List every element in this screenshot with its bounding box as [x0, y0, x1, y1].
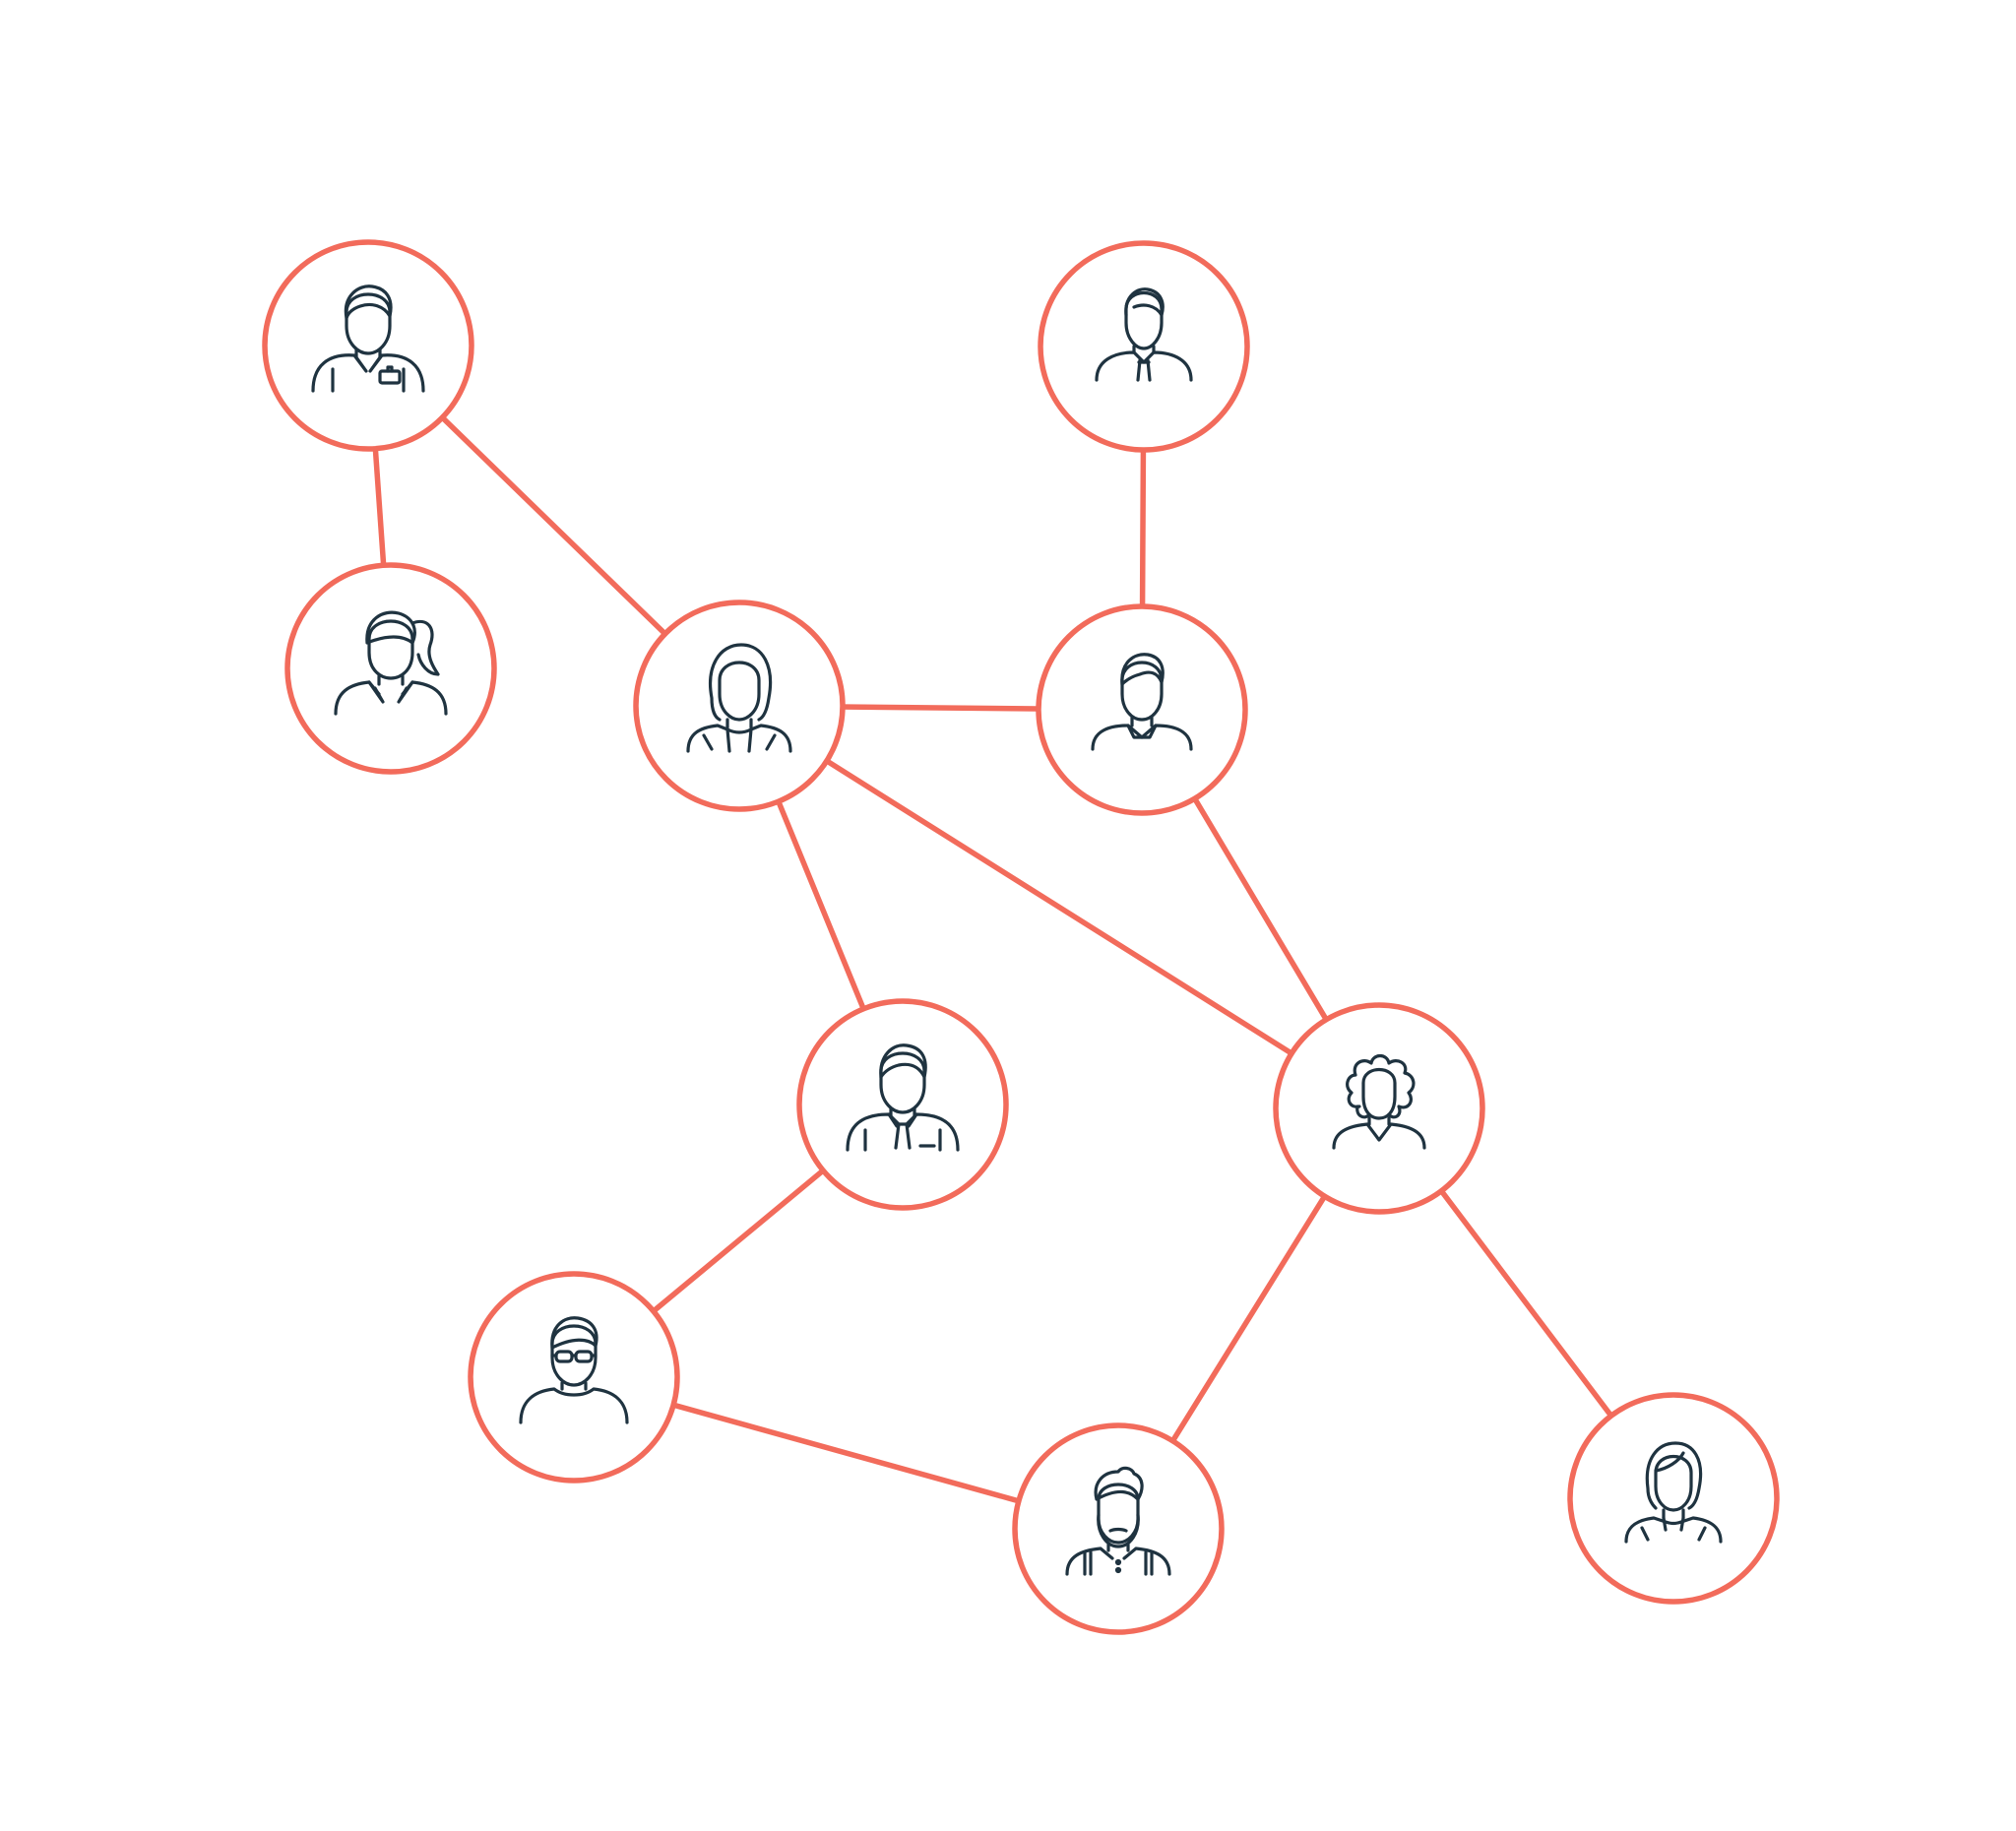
node-ring: [1273, 1002, 1485, 1215]
edge-n4-n7: [736, 703, 1382, 1111]
man-with-tie-icon: [1095, 287, 1193, 382]
node-ring: [284, 562, 497, 775]
person-node-n4: [633, 600, 846, 812]
person-node-n10: [1567, 1392, 1780, 1605]
node-ring: [468, 1271, 680, 1484]
man-with-badge-icon: [311, 284, 425, 393]
woman-with-short-hair-icon: [1624, 1441, 1723, 1544]
node-ring: [796, 998, 1009, 1211]
person-node-n6: [796, 998, 1009, 1211]
woman-with-bob-hair-icon: [686, 643, 792, 753]
node-ring: [262, 239, 474, 452]
person-node-n2: [1038, 240, 1250, 453]
man-in-suit-icon: [846, 1043, 960, 1152]
woman-with-ponytail-icon: [334, 610, 448, 716]
node-ring: [1038, 240, 1250, 453]
person-node-n1: [262, 239, 474, 452]
person-node-n7: [1273, 1002, 1485, 1215]
man-with-collar-icon: [1091, 653, 1193, 751]
node-ring: [1567, 1392, 1780, 1605]
bearded-man-icon: [1065, 1466, 1171, 1576]
man-with-glasses-icon: [519, 1316, 629, 1424]
people-nodes-layer: [262, 239, 1780, 1635]
person-node-n8: [468, 1271, 680, 1484]
person-node-n9: [1012, 1422, 1225, 1635]
woman-with-curly-hair-icon: [1332, 1053, 1426, 1150]
node-ring: [633, 600, 846, 812]
person-node-n3: [284, 562, 497, 775]
person-node-n5: [1036, 603, 1248, 816]
node-ring: [1036, 603, 1248, 816]
